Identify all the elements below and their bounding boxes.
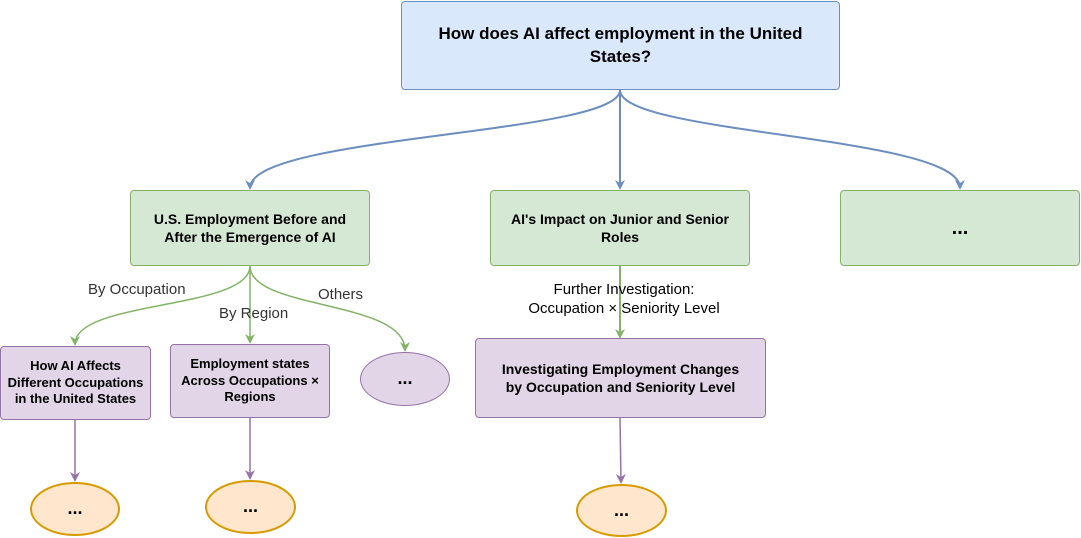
by-region-node-text: Employment states Across Occupations × R… — [181, 355, 319, 405]
label-by-occupation: By Occupation — [88, 281, 186, 298]
seniority-investigation-node[interactable]: Investigating Employment Changes by Occu… — [475, 338, 766, 418]
label-further-investigation-line2: Occupation × Seniority Level — [528, 299, 720, 317]
label-by-region: By Region — [219, 305, 289, 322]
seniority-child-node[interactable]: ... — [576, 484, 667, 537]
label-further-investigation: Further Investigation: Occupation × Seni… — [510, 281, 738, 319]
region-child-text: ... — [242, 496, 258, 517]
others-node[interactable]: ... — [360, 352, 450, 406]
root-question-text: How does AI affect employment in the Uni… — [438, 24, 803, 66]
edge-by-occupation — [70, 265, 251, 346]
edge-root-to-employment-node — [245, 89, 621, 190]
seniority-investigation-text: Investigating Employment Changes by Occu… — [501, 360, 740, 395]
by-occupation-node[interactable]: How AI Affects Different Occupations in … — [0, 346, 151, 420]
employment-before-after-text: U.S. Employment Before and After the Eme… — [153, 210, 347, 245]
occupation-child-text: ... — [67, 498, 83, 519]
others-node-text: ... — [397, 368, 413, 389]
by-region-node[interactable]: Employment states Across Occupations × R… — [170, 344, 330, 418]
more-topics-node[interactable]: ... — [840, 190, 1080, 266]
region-child-node[interactable]: ... — [205, 480, 296, 534]
edge-others — [249, 265, 410, 352]
edge-root-to-more-node — [619, 89, 965, 190]
label-further-investigation-line1: Further Investigation: — [553, 281, 695, 298]
label-others: Others — [318, 286, 364, 303]
more-topics-text: ... — [951, 217, 969, 239]
root-question-node[interactable]: How does AI affect employment in the Uni… — [401, 1, 840, 90]
junior-senior-impact-text: AI's Impact on Junior and Senior Roles — [510, 210, 730, 245]
occupation-child-node[interactable]: ... — [30, 482, 120, 536]
junior-senior-impact-node[interactable]: AI's Impact on Junior and Senior Roles — [490, 190, 750, 266]
employment-before-after-node[interactable]: U.S. Employment Before and After the Eme… — [130, 190, 370, 266]
by-occupation-node-text: How AI Affects Different Occupations in … — [7, 357, 144, 407]
seniority-child-text: ... — [613, 499, 629, 520]
edge-seniority-to-child — [615, 417, 626, 484]
